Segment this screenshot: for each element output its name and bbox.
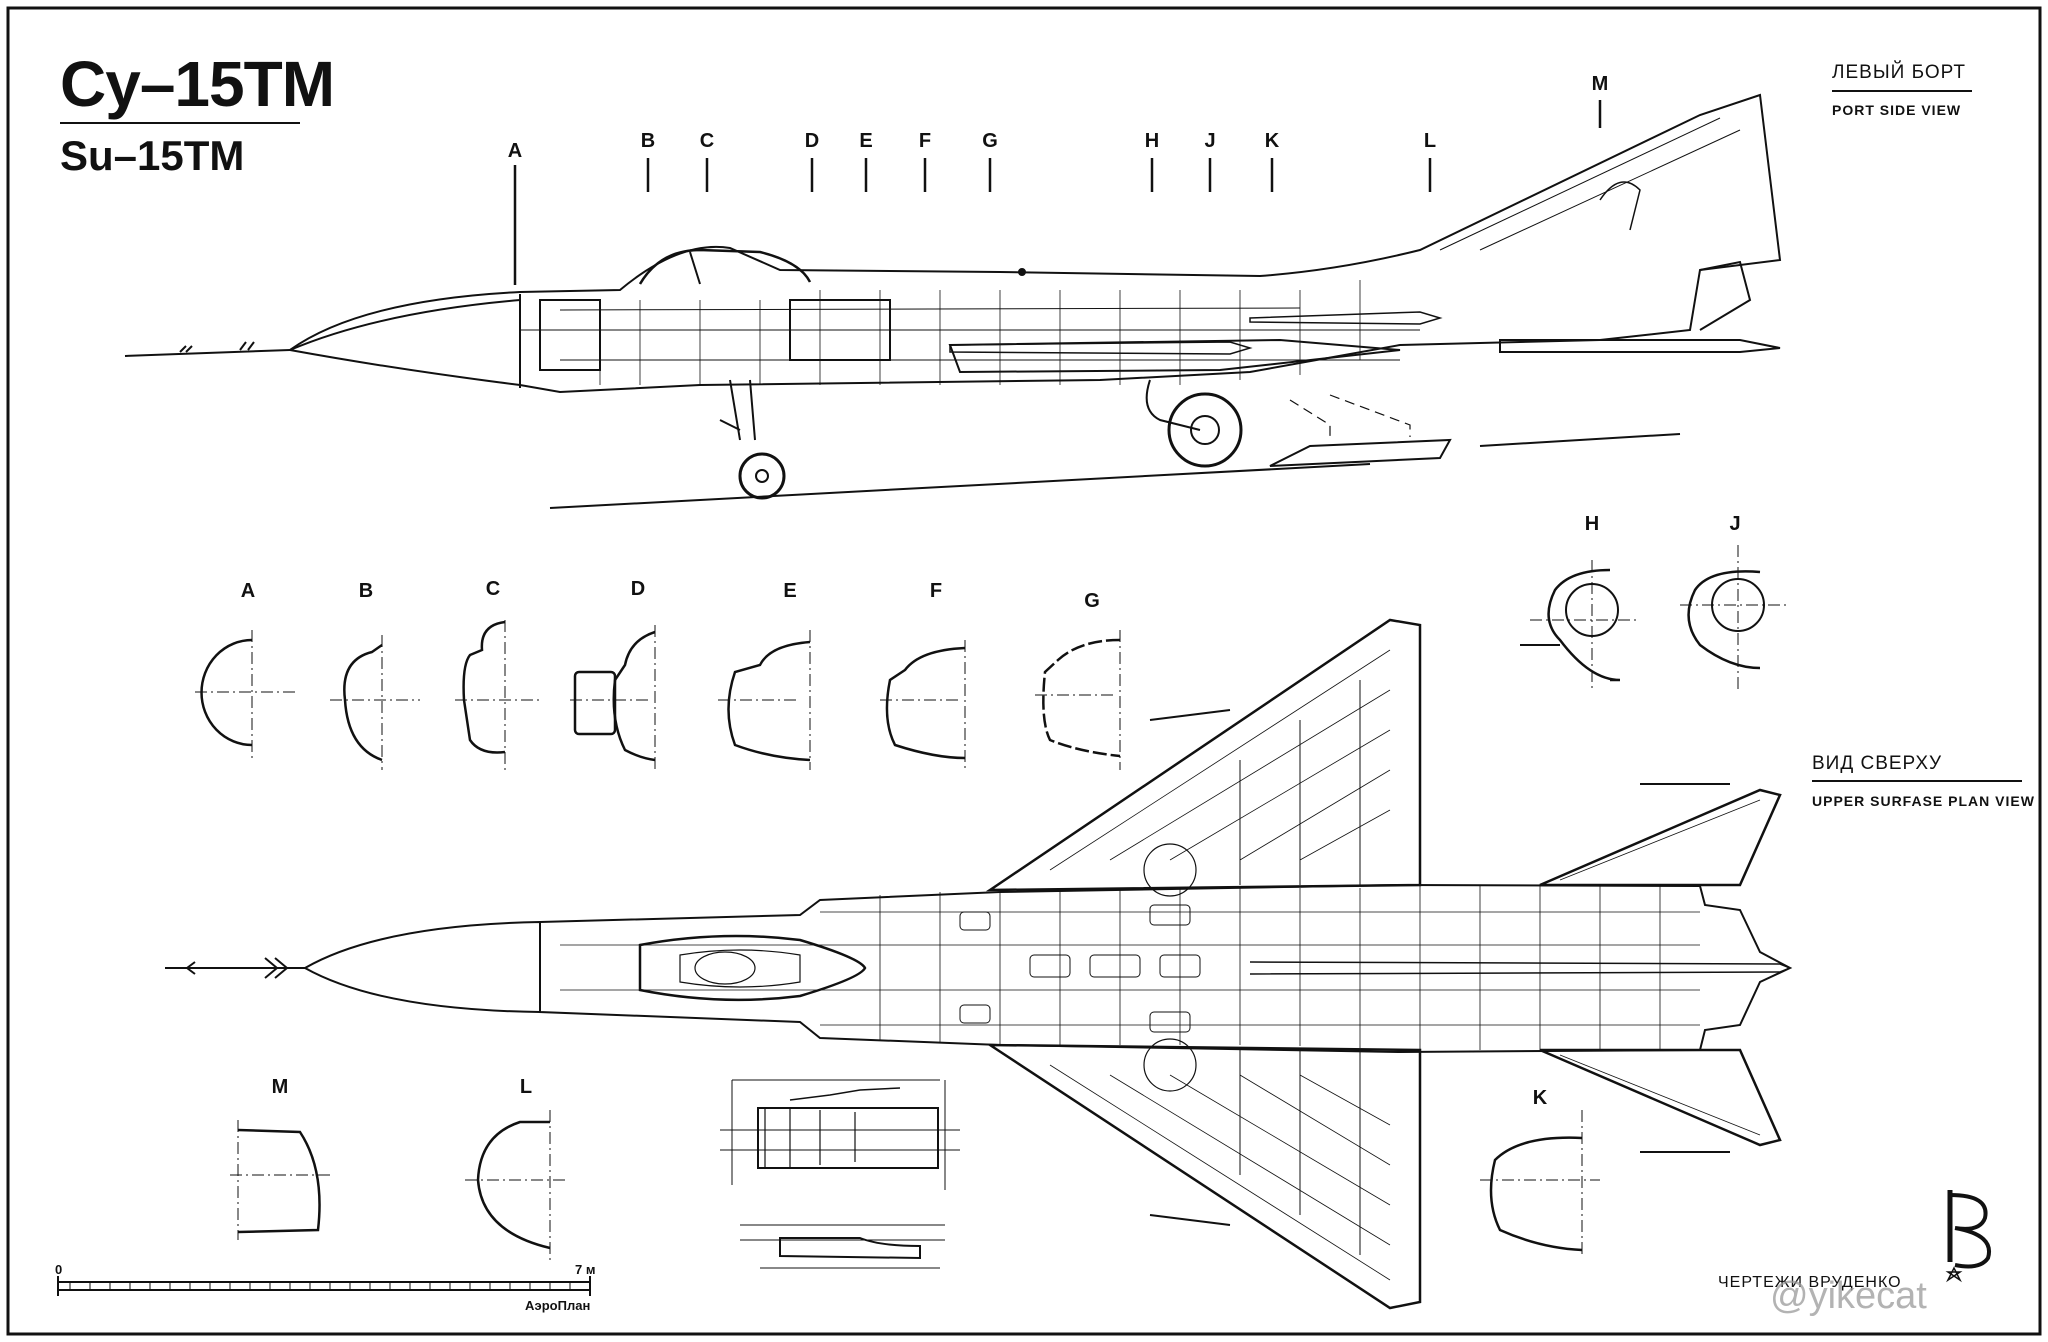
station-letter-k: K [1264,130,1280,152]
section-letter-l: L [519,1076,533,1098]
section-letter-j: J [1729,513,1741,535]
title-russian: Су–15ТМ [60,48,335,120]
scale-source-label: АэроПлан [525,1298,591,1313]
station-letter-j: J [1204,130,1216,152]
port-side-view-label-ru: ЛЕВЫЙ БОРТ [1832,62,1967,83]
watermark: @yikecat [1770,1275,1927,1317]
station-letter-g: G [982,130,998,152]
scale-start-label: 0 [55,1262,63,1277]
engine-detail-drawing [720,1079,960,1269]
plan-view-aircraft [165,618,1793,1310]
title-underline [60,122,300,124]
station-letter-b: B [640,130,656,152]
plan-view-label-ru: ВИД СВЕРХУ [1812,753,1943,774]
section-letter-c: C [485,578,501,600]
section-letter-h: H [1584,513,1600,535]
title-english: Su–15TM [60,132,245,179]
port-side-view-label-en: PORT SIDE VIEW [1832,102,1962,118]
section-letter-g: G [1084,590,1100,612]
section-letter-f: F [929,580,943,602]
section-letter-e: E [783,580,797,602]
side-view-station-ticks [513,100,1602,285]
station-letter-e: E [859,130,873,152]
station-letter-h: H [1144,130,1160,152]
section-letter-b: B [358,580,374,602]
cross-sections-bottom [230,1110,1600,1260]
sheet-frame [6,6,2042,1336]
section-letter-m: M [271,1076,289,1098]
station-letter-l: L [1423,130,1437,152]
station-letter-f: F [918,130,932,152]
plan-view-label-en: UPPER SURFASE PLAN VIEW [1812,793,2035,809]
side-view-aircraft [124,93,1782,509]
publisher-logo [1945,1190,1992,1283]
section-letter-a: A [240,580,256,602]
cross-sections-top-row [195,620,1121,770]
drawing-credit: ЧЕРТЕЖИ ВРУДЕНКО [1718,1274,1902,1291]
section-letter-d: D [630,578,646,600]
scale-end-label: 7 м [575,1262,596,1277]
station-letter-d: D [804,130,820,152]
station-letter-a: A [507,140,523,162]
cross-sections-right [1520,545,1790,690]
section-letter-k: K [1532,1087,1548,1109]
scale-bar [57,1276,591,1296]
station-letter-m: M [1591,73,1609,95]
station-letter-c: C [699,130,715,152]
plan-view-rule [1812,780,2022,782]
port-side-view-rule [1832,90,1972,92]
